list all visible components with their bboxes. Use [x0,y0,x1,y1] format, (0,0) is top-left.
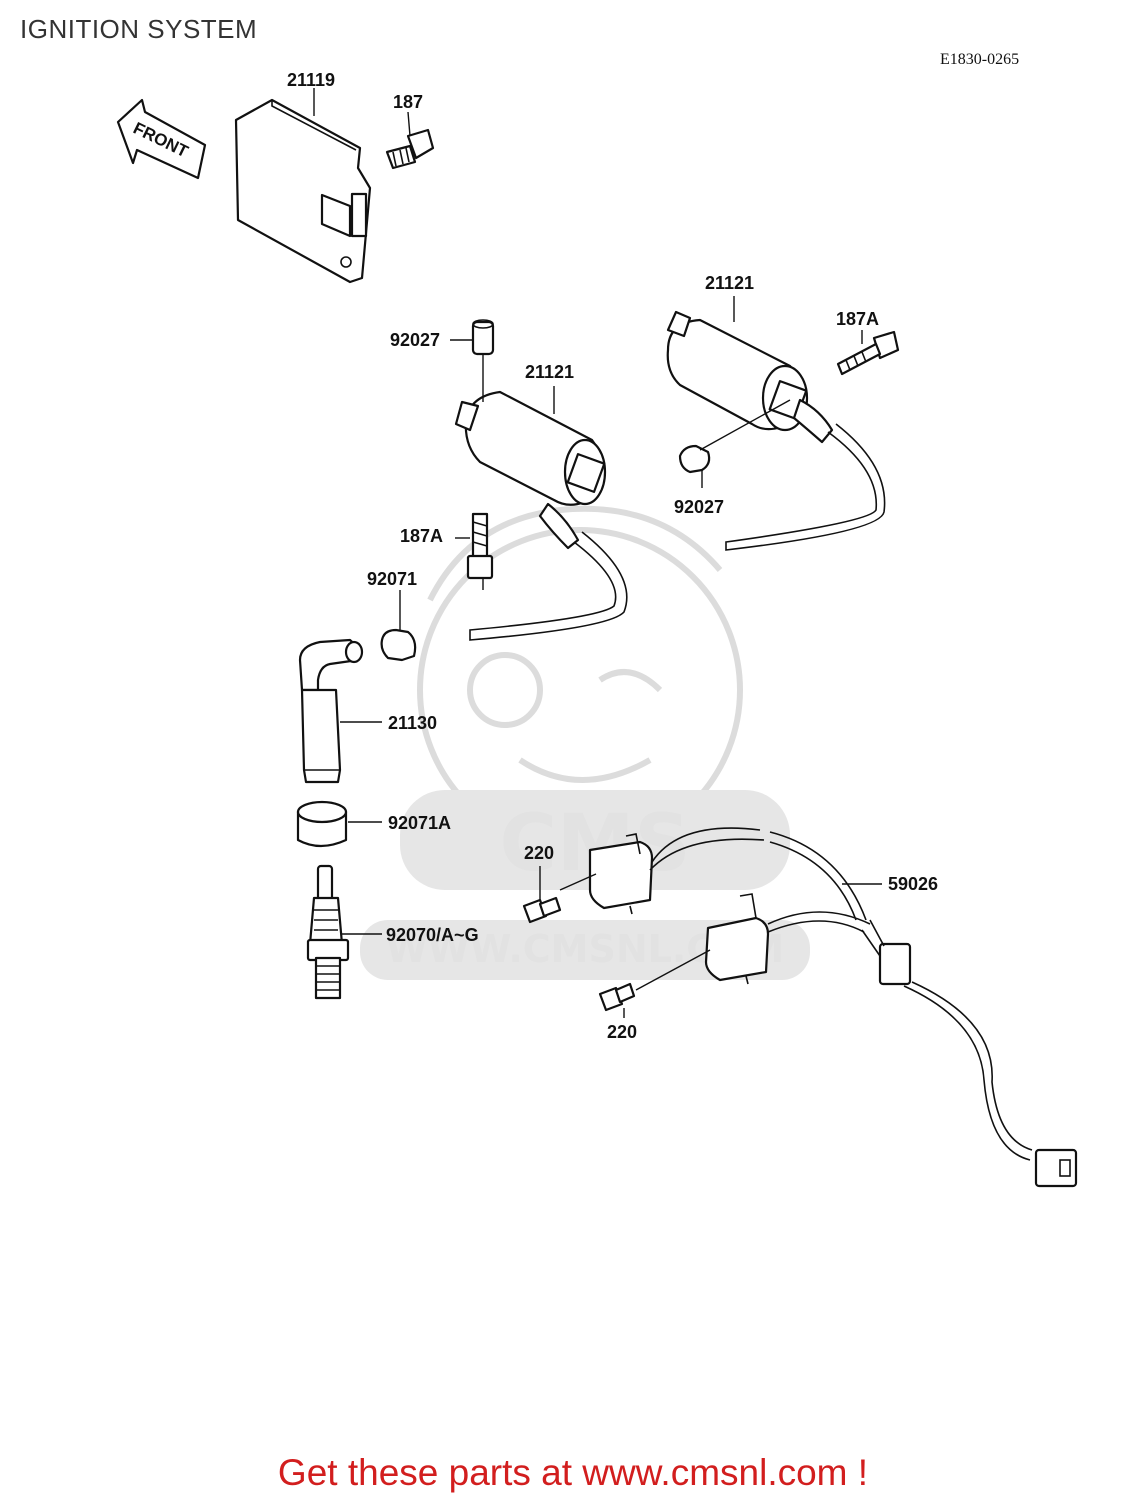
screw-220-lower [598,982,636,1012]
label-187A-right: 187A [836,309,879,329]
ignition-coil-left [454,390,628,641]
label-220-lower: 220 [607,1022,637,1042]
front-arrow: FRONT [116,98,207,180]
diagram-code: E1830-0265 [940,51,1020,68]
label-220-upper: 220 [524,843,554,863]
label-21130: 21130 [388,713,437,733]
ignitor-unit [234,98,372,284]
spacer-92027-top [471,319,495,356]
leader-lines [313,88,882,1018]
footer-promo-link[interactable]: Get these parts at www.cmsnl.com ! [277,1452,869,1493]
screw-220-upper [522,896,562,924]
label-92071A: 92071A [388,813,451,833]
spacer-92027-right [678,444,711,474]
terminal-cap-92071A [296,800,348,848]
label-92071: 92071 [367,569,417,589]
label-92027-top: 92027 [390,330,440,350]
watermark: CMS WWW.CMSNL.COM [360,505,810,980]
seal-92071 [380,628,417,662]
bolt-187A-left [466,512,494,580]
label-187: 187 [393,92,423,112]
harness-59026 [588,827,1078,1188]
plug-cap-21130 [298,638,364,784]
label-92070: 92070/A~G [386,925,479,945]
label-92027-right: 92027 [674,497,724,517]
label-21121-left: 21121 [525,362,574,382]
label-21121-right: 21121 [705,273,754,293]
bolt-187A-right [836,330,900,376]
spark-plug-92070 [306,864,350,1000]
label-59026: 59026 [888,874,938,894]
page-title: IGNITION SYSTEM [20,14,258,44]
label-187A-left: 187A [400,526,443,546]
ignition-coil-right [666,310,886,551]
bolt-187 [385,128,435,170]
label-21119: 21119 [287,70,335,90]
